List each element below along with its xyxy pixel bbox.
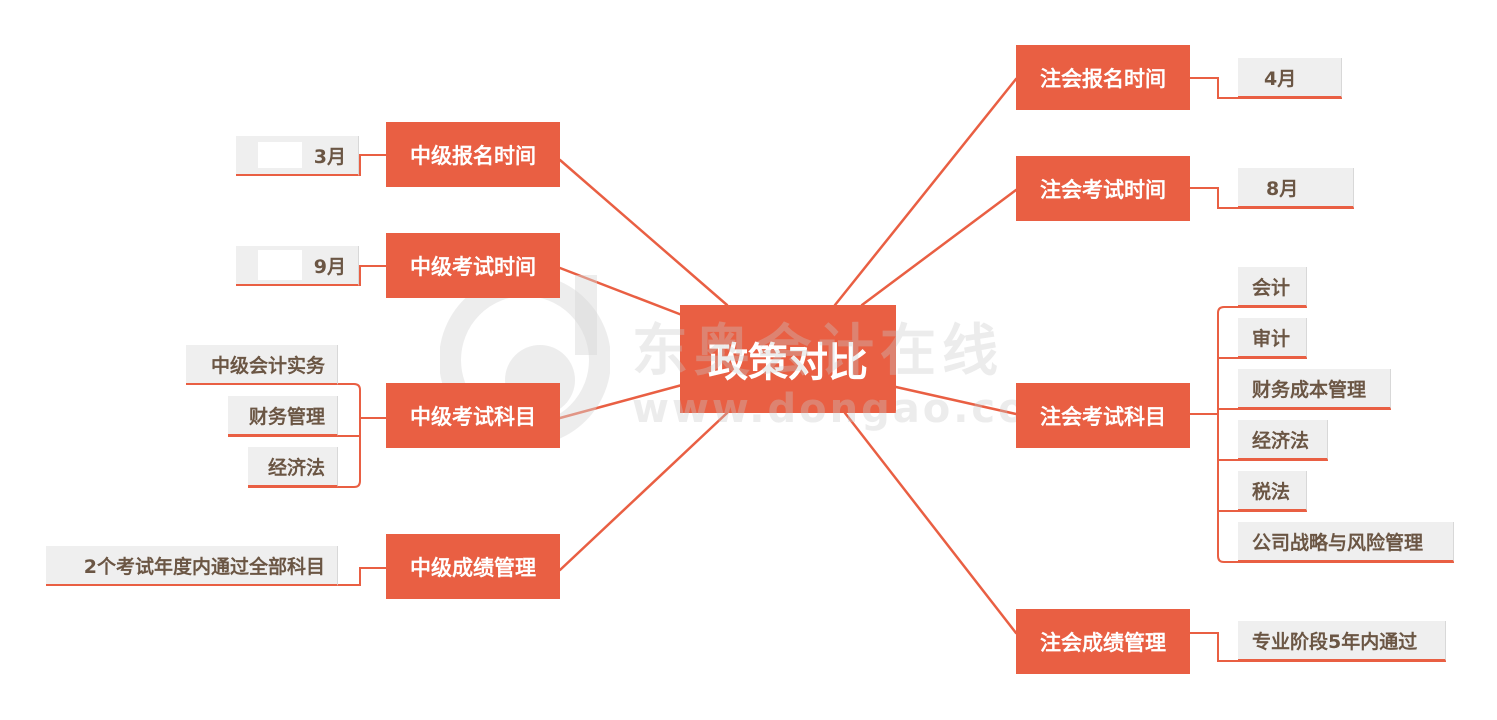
leaf-intermediate-exam-month[interactable]: 9月 xyxy=(236,246,359,286)
leaf-cpa-registration-month[interactable]: 4月 xyxy=(1238,58,1342,98)
leaf-label: 9月 xyxy=(313,255,346,278)
topic-intermediate-exam-time[interactable]: 中级考试时间 xyxy=(386,233,560,298)
topic-cpa-score-management[interactable]: 注会成绩管理 xyxy=(1016,609,1190,674)
leaf-label: 审计 xyxy=(1252,327,1291,350)
leaf-label: 会计 xyxy=(1252,276,1291,299)
leaf-subject-strategy-risk-management[interactable]: 公司战略与风险管理 xyxy=(1238,522,1454,562)
leaf-label: 2个考试年度内通过全部科目 xyxy=(83,555,325,578)
leaf-subject-accounting[interactable]: 会计 xyxy=(1238,267,1307,307)
leaf-subject-tax-law[interactable]: 税法 xyxy=(1238,471,1307,511)
leaf-subject-economic-law[interactable]: 经济法 xyxy=(248,447,338,487)
leaf-label: 3月 xyxy=(313,145,346,168)
leaf-label: 财务管理 xyxy=(248,405,325,428)
leaf-label: 税法 xyxy=(1252,480,1291,503)
leaf-label: 中级会计实务 xyxy=(210,354,325,377)
topic-cpa-exam-time[interactable]: 注会考试时间 xyxy=(1016,156,1190,221)
topic-intermediate-subjects[interactable]: 中级考试科目 xyxy=(386,383,560,448)
topic-label: 中级考试科目 xyxy=(410,404,536,429)
leaf-intermediate-score-rule[interactable]: 2个考试年度内通过全部科目 xyxy=(46,546,338,586)
leaf-intermediate-registration-month[interactable]: 3月 xyxy=(236,136,359,176)
leaf-label: 8月 xyxy=(1266,177,1299,200)
redaction-blank xyxy=(257,250,302,280)
leaf-label: 公司战略与风险管理 xyxy=(1252,531,1424,554)
leaf-subject-economic-law[interactable]: 经济法 xyxy=(1238,420,1328,460)
central-topic[interactable]: 政策对比 xyxy=(680,305,896,413)
leaf-subject-financial-management[interactable]: 财务管理 xyxy=(228,396,338,436)
topic-intermediate-registration[interactable]: 中级报名时间 xyxy=(386,122,560,187)
leaf-cpa-score-rule[interactable]: 专业阶段5年内通过 xyxy=(1238,621,1446,661)
leaf-subject-financial-cost-management[interactable]: 财务成本管理 xyxy=(1238,369,1391,409)
leaf-label: 专业阶段5年内通过 xyxy=(1252,630,1418,653)
topic-cpa-registration[interactable]: 注会报名时间 xyxy=(1016,45,1190,110)
leaf-cpa-exam-month[interactable]: 8月 xyxy=(1238,168,1354,208)
topic-label: 中级成绩管理 xyxy=(410,555,536,580)
leaf-label: 经济法 xyxy=(267,456,325,479)
topic-label: 注会报名时间 xyxy=(1040,66,1166,91)
central-topic-label: 政策对比 xyxy=(708,340,868,386)
redaction-blank xyxy=(257,142,302,168)
topic-label: 注会考试时间 xyxy=(1040,177,1166,202)
leaf-subject-intermediate-accounting[interactable]: 中级会计实务 xyxy=(186,345,338,385)
topic-label: 注会成绩管理 xyxy=(1040,630,1166,655)
leaf-subject-audit[interactable]: 审计 xyxy=(1238,318,1307,358)
topic-intermediate-score-management[interactable]: 中级成绩管理 xyxy=(386,534,560,599)
leaf-label: 4月 xyxy=(1264,67,1297,90)
topic-label: 中级考试时间 xyxy=(410,254,536,279)
leaf-label: 经济法 xyxy=(1252,429,1310,452)
topic-label: 中级报名时间 xyxy=(410,143,536,168)
leaf-label: 财务成本管理 xyxy=(1252,378,1367,401)
topic-label: 注会考试科目 xyxy=(1040,404,1166,429)
topic-cpa-subjects[interactable]: 注会考试科目 xyxy=(1016,383,1190,448)
